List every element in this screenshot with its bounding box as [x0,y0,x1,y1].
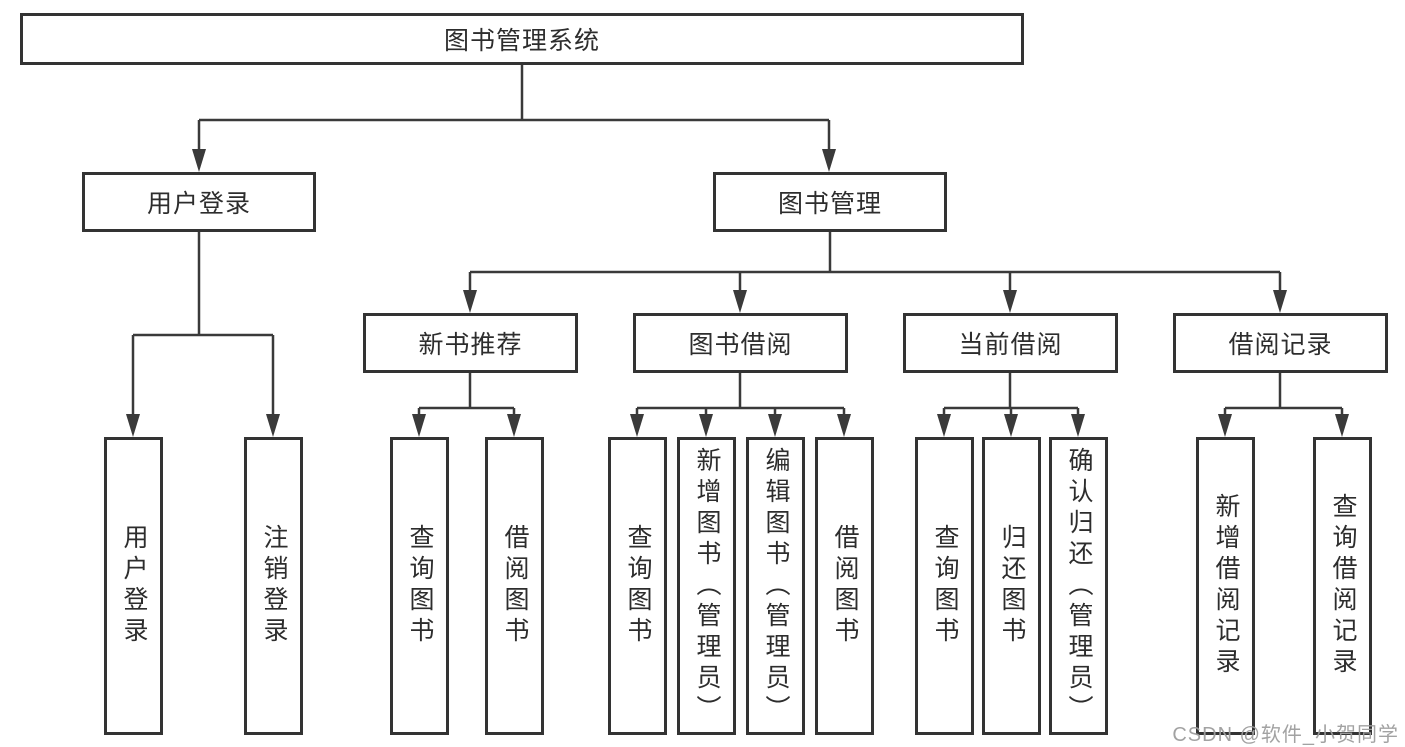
connector-currentborrow-group [937,372,1085,437]
node-leaf-return-books-label: 归还图书 [998,524,1026,648]
node-leaf-edit-books-admin-label: 编辑图书（管理员） [762,446,790,726]
node-book-borrow: 图书借阅 [633,313,848,373]
node-leaf-add-borrow-record-label: 新增借阅记录 [1212,493,1240,679]
node-leaf-add-books-admin: 新增图书（管理员） [677,437,736,735]
watermark: CSDN @软件_小贺同学 [1172,724,1399,746]
node-leaf-query-books-2: 查询图书 [608,437,667,735]
node-user-login: 用户登录 [82,172,316,232]
node-leaf-confirm-return-admin: 确认归还（管理员） [1049,437,1108,735]
node-leaf-borrow-books-2-label: 借阅图书 [831,524,859,648]
node-leaf-user-login-label: 用户登录 [120,524,148,648]
connector-bookborrow-group [630,372,851,437]
node-borrow-records-label: 借阅记录 [1228,331,1333,359]
node-book-management: 图书管理 [713,172,947,232]
node-leaf-confirm-return-admin-label: 确认归还（管理员） [1065,446,1093,726]
node-leaf-borrow-books-2: 借阅图书 [815,437,874,735]
connector-newbook-group [412,372,521,437]
node-leaf-query-books-1-label: 查询图书 [406,524,434,648]
node-book-borrow-label: 图书借阅 [688,331,793,359]
node-new-book-recommend: 新书推荐 [363,313,578,373]
node-leaf-edit-books-admin: 编辑图书（管理员） [746,437,805,735]
connector-bookmgmt-to-level3 [463,231,1287,313]
connector-borrowrecords-group [1218,372,1349,437]
node-leaf-query-borrow-record: 查询借阅记录 [1313,437,1372,735]
node-current-borrow: 当前借阅 [903,313,1118,373]
node-root: 图书管理系统 [20,13,1024,65]
node-leaf-add-borrow-record: 新增借阅记录 [1196,437,1255,735]
node-leaf-query-books-2-label: 查询图书 [624,524,652,648]
node-leaf-add-books-admin-label: 新增图书（管理员） [693,446,721,726]
node-new-book-recommend-label: 新书推荐 [418,331,523,359]
node-leaf-return-books: 归还图书 [982,437,1041,735]
connector-userlogin-group [126,231,280,437]
node-leaf-user-login: 用户登录 [104,437,163,735]
node-leaf-query-books-3-label: 查询图书 [931,524,959,648]
node-root-label: 图书管理系统 [443,27,600,55]
node-leaf-query-books-3: 查询图书 [915,437,974,735]
node-book-management-label: 图书管理 [777,190,882,218]
node-leaf-borrow-books-1-label: 借阅图书 [501,524,529,648]
node-leaf-logout: 注销登录 [244,437,303,735]
connector-root-to-level2 [192,64,836,172]
node-leaf-query-books-1: 查询图书 [390,437,449,735]
node-borrow-records: 借阅记录 [1173,313,1388,373]
node-leaf-logout-label: 注销登录 [260,524,288,648]
node-leaf-query-borrow-record-label: 查询借阅记录 [1329,493,1357,679]
node-leaf-borrow-books-1: 借阅图书 [485,437,544,735]
node-user-login-label: 用户登录 [146,190,251,218]
node-current-borrow-label: 当前借阅 [958,331,1063,359]
